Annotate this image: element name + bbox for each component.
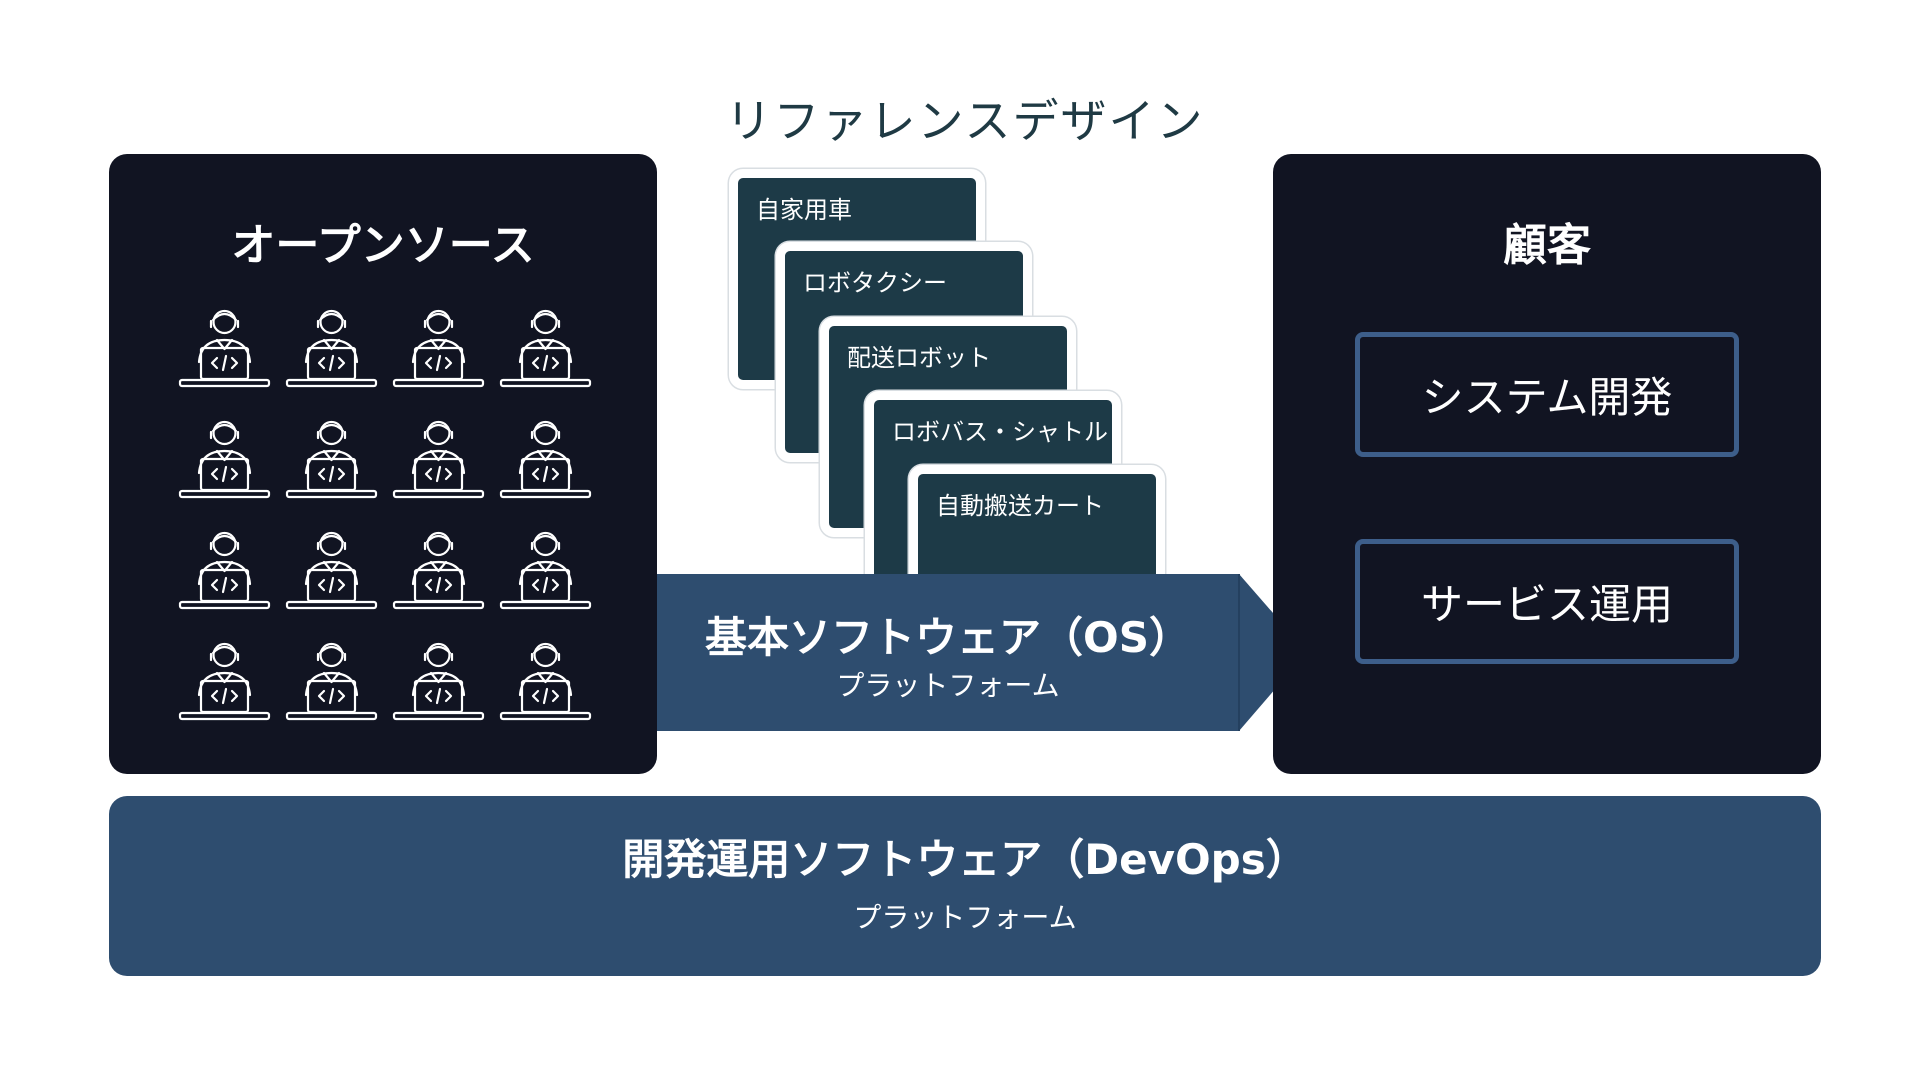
arrow-shape-icon: [657, 574, 1307, 731]
system-development-box: システム開発: [1355, 332, 1739, 457]
developer-at-laptop-icon: [391, 635, 486, 727]
devops-platform-bar: 開発運用ソフトウェア（DevOps） プラットフォーム: [109, 796, 1821, 976]
os-platform-title: 基本ソフトウェア（OS）: [705, 613, 1191, 662]
developer-at-laptop-icon: [391, 524, 486, 616]
devops-platform-subtitle: プラットフォーム: [853, 901, 1077, 934]
customer-title: 顧客: [1503, 220, 1591, 271]
os-platform-arrow: 基本ソフトウェア（OS） プラットフォーム: [657, 574, 1307, 731]
developer-at-laptop-icon: [284, 302, 379, 394]
developer-at-laptop-icon: [498, 302, 593, 394]
reference-card-label: ロボバス・シャトル: [892, 418, 1108, 446]
developer-at-laptop-icon: [177, 413, 272, 505]
developer-at-laptop-icon: [498, 413, 593, 505]
open-source-panel: オープンソース: [109, 154, 657, 774]
developer-at-laptop-icon: [284, 635, 379, 727]
developer-at-laptop-icon: [391, 413, 486, 505]
reference-card-label: 自家用車: [756, 196, 852, 224]
reference-card-label: 配送ロボット: [847, 344, 991, 372]
developer-at-laptop-icon: [177, 302, 272, 394]
developer-at-laptop-icon: [284, 413, 379, 505]
customer-panel: 顧客 システム開発 サービス運用: [1273, 154, 1821, 774]
diagram-title: リファレンスデザイン: [725, 94, 1205, 148]
developer-at-laptop-icon: [498, 635, 593, 727]
developer-at-laptop-icon: [498, 524, 593, 616]
reference-card-label: 自動搬送カート: [936, 492, 1104, 520]
open-source-title: オープンソース: [231, 220, 535, 271]
devops-platform-title: 開発運用ソフトウェア（DevOps）: [622, 835, 1308, 884]
developer-at-laptop-icon: [177, 524, 272, 616]
reference-card-label: ロボタクシー: [803, 269, 947, 297]
developer-grid: [177, 302, 593, 746]
developer-at-laptop-icon: [284, 524, 379, 616]
os-platform-subtitle: プラットフォーム: [836, 669, 1060, 702]
service-operation-box: サービス運用: [1355, 539, 1739, 664]
developer-at-laptop-icon: [177, 635, 272, 727]
developer-at-laptop-icon: [391, 302, 486, 394]
